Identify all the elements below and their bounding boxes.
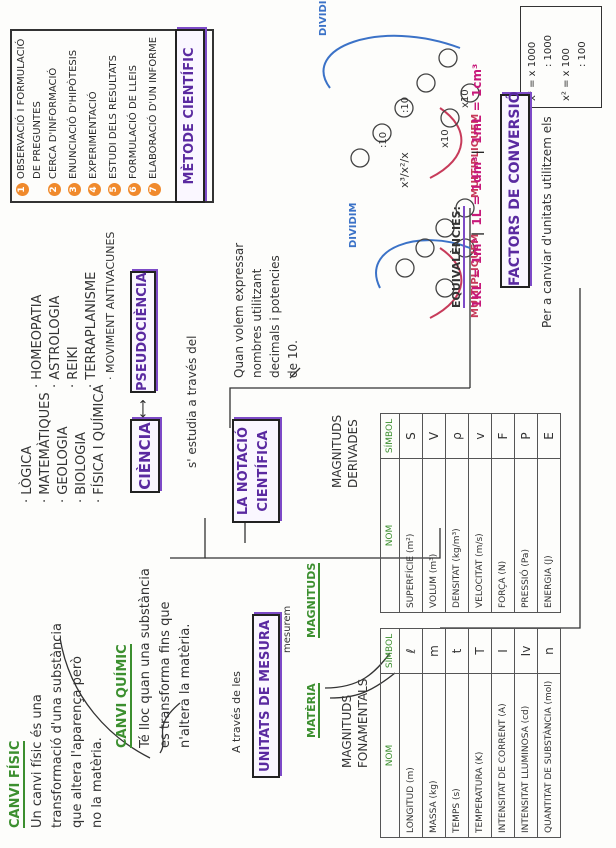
canvi-fisic-line-4: no la matèria. [90, 737, 105, 828]
rule-x3: x³ = x 1000 [527, 41, 538, 101]
table-row: ENERGIA (J)E [537, 413, 561, 613]
col-header-simbol: SÍMBOL [380, 628, 400, 674]
ciencia-item-geologia: · GEOLOGIA [56, 426, 71, 503]
equivalencies-row: 1KL = 1m³| 1L = 1dm³| 1mL = 1cm³ [470, 63, 484, 308]
metode-step-1b: DE PREGUNTES [32, 101, 43, 179]
label-mag-fon-1: MAGNITUDS [340, 694, 354, 768]
rule-div1000: : 1000 [543, 35, 554, 67]
metode-step-6: 6FORMULACIÓ DE LLEIS [128, 65, 141, 196]
metode-step-7: 7ELABORACIÓ D'UN INFORME [148, 37, 161, 196]
conversion-rules-box: x³ = x 1000 : 1000 x² = x 100 : 100 [520, 6, 602, 108]
label-div10-b: :10 [400, 96, 411, 113]
notacio-text-1: Quan volem expressar [232, 242, 246, 378]
ciencia-item-logica: · LÒGICA [20, 445, 35, 503]
label-a-traves: A través de les [230, 671, 243, 753]
notacio-text-3: decimals i potencies [268, 255, 282, 378]
canvi-fisic-line-3: que altera l'aparença però [70, 656, 85, 828]
table-magnituds-fonamentals: NOM SÍMBOL LONGITUD (m)ℓ MASSA (kg)m TEM… [380, 628, 561, 838]
table-row: VELOCITAT (m/s)v [468, 413, 492, 613]
table-row: SUPERFÍCIE (m²)S [399, 413, 423, 613]
equiv-kl-m3: 1KL = 1m³ [470, 238, 484, 308]
label-dividim-bottom: DIVIDIM [348, 202, 359, 248]
table-row: FORÇA (N)F [491, 413, 515, 613]
box-unitats-mesura: UNITATS DE MESURA [252, 614, 280, 778]
label-estudia: s' estudia a través del [185, 335, 199, 468]
table-magnituds-derivades: NOM SÍMBOL SUPERFÍCIE (m²)S VOLUM (m³)V … [380, 413, 561, 613]
pseudo-item-astrologia: · ASTROLOGIA [48, 295, 63, 388]
notacio-text-4: de 10. [286, 340, 300, 378]
pseudo-item-antivacunes: · MOVIMENT ANTIVACUNES [104, 231, 117, 380]
col-header-simbol: SÍMBOL [380, 413, 400, 459]
table-row: MASSA (kg)m [422, 628, 446, 838]
metode-step-3: 3ENUNCIACIÓ D'HIPÒTESIS [68, 50, 81, 196]
table-row: TEMPS (s)t [445, 628, 469, 838]
table-row: QUANTITAT DE SUBSTÀNCIA (mol)n [537, 628, 561, 838]
table-row: TEMPERATURA (K)T [468, 628, 492, 838]
canvi-quimic-line-1: Té lloc quan una substància [138, 568, 153, 748]
label-equivalencies: EQUIVALÈNCIES: [450, 206, 465, 308]
metode-step-1: 1OBSERVACIÓ I FORMULACIÓ [16, 39, 29, 196]
label-mesurem: mesurem [282, 605, 293, 653]
label-mag-der-1: MAGNITUDS [330, 414, 344, 488]
metode-step-5: 5ESTUDI DELS RESULTATS [108, 55, 121, 196]
label-dividim-top: DIVIDIM [318, 0, 329, 36]
box-metode-cientific: MÈTODE CIENTÍFIC [175, 29, 205, 203]
canvi-quimic-line-2: es transforma fins que [158, 601, 173, 748]
label-mag-fon-2: FONAMENTALS [356, 678, 370, 768]
ciencia-item-fisica-quimica: · FÍSICA I QUÍMICA [92, 384, 107, 503]
pseudo-item-terraplanisme: · TERRAPLANISME [84, 271, 99, 388]
col-header-nom: NOM [380, 458, 400, 613]
table-row: PRESSIÓ (Pa)P [514, 413, 538, 613]
equiv-l-dm3: 1L = 1dm³ [470, 156, 484, 226]
ciencia-item-matematiques: · MATEMÀTIQUES [38, 392, 53, 503]
label-magnituds: MAGNITUDS [305, 562, 320, 638]
table-row: DENSITAT (kg/m³)ρ [445, 413, 469, 613]
pseudo-item-homeopatia: · HOMEOPATIA [30, 294, 45, 389]
box-pseudociencia: PSEUDOCIÈNCIA [130, 271, 156, 393]
rule-div100: : 100 [577, 41, 588, 67]
label-mag-der-2: DERIVADES [346, 419, 360, 488]
pseudo-item-reiki: · REIKI [66, 346, 81, 388]
equiv-ml-cm3: 1mL = 1cm³ [470, 63, 484, 144]
box-ciencia: CIÈNCIA [130, 419, 160, 493]
table-row: INTENSITAT LLUMINOSA (cd)Iv [514, 628, 538, 838]
table-row: VOLUM (m³)V [422, 413, 446, 613]
table-row: LONGITUD (m)ℓ [399, 628, 423, 838]
canvi-quimic-line-3: n'altera la matèria. [178, 623, 193, 748]
rule-x2: x² = x 100 [561, 48, 572, 101]
canvi-fisic-line-2: transformació d'una substància [50, 622, 65, 828]
box-factors-conversio: FACTORS DE CONVERSIÓ [500, 91, 530, 288]
label-materia: MATÈRIA [305, 683, 320, 738]
canvi-fisic-title: CANVI FÍSIC [8, 740, 25, 828]
canvi-fisic-line-1: Un canvi físic és una [30, 694, 45, 828]
label-x10-a: x10 [440, 129, 451, 148]
ciencia-item-biologia: · BIOLOGIA [74, 431, 89, 503]
notacio-text-2: nombres utilitzant [250, 268, 264, 378]
canvi-quimic-title: CANVI QUÍMIC [115, 644, 132, 748]
col-header-nom: NOM [380, 673, 400, 838]
box-notacio-cientifica: LA NOTACIÓ CIENTÍFICA [232, 419, 280, 523]
label-powers: x³/x²/x [398, 152, 411, 188]
double-arrow: ⟷ [136, 399, 151, 418]
label-div10-a: :10 [378, 131, 389, 148]
table-row: INTENSITAT DE CORRENT (A)I [491, 628, 515, 838]
label-per-canviar: Per a canviar d'unitats utilitzem els [540, 116, 554, 328]
metode-step-2: 2CERCA D'INFORMACIÓ [48, 68, 61, 196]
metode-step-4: 4EXPERIMENTACIÓ [88, 91, 101, 196]
